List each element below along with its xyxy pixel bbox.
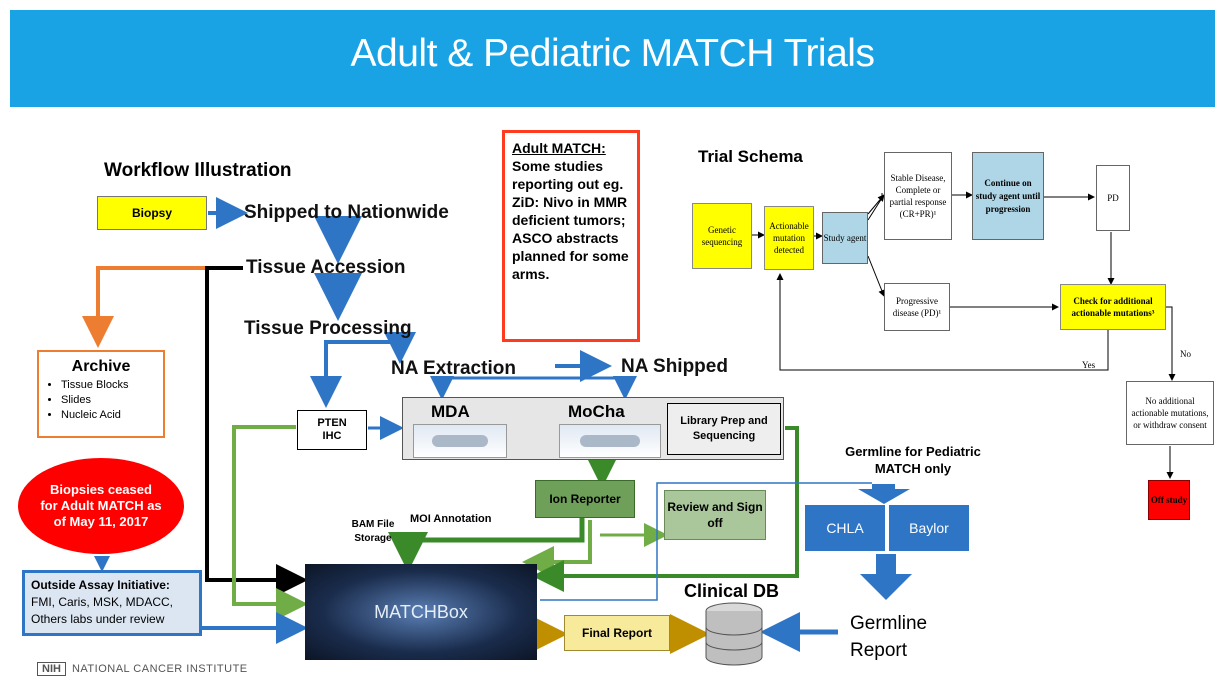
arrow-shipped-mocha <box>440 376 637 400</box>
outside-assay-box: Outside Assay Initiative: FMI, Caris, MS… <box>22 570 202 636</box>
no-label: No <box>1180 349 1191 359</box>
workflow-heading: Workflow Illustration <box>104 160 292 181</box>
adult-match-body: Some studies reporting out eg. ZiD: Nivo… <box>512 158 629 282</box>
na-shipped-label: NA Shipped <box>621 356 728 377</box>
arrow-accession-matchbox <box>205 266 308 596</box>
tissue-processing-label: Tissue Processing <box>244 318 412 339</box>
progressive-disease-box: Progressive disease (PD)¹ <box>884 283 950 331</box>
page-title: Adult & Pediatric MATCH Trials <box>350 32 875 75</box>
title-banner: Adult & Pediatric MATCH Trials <box>10 10 1215 107</box>
nih-logo: NIH <box>37 662 66 676</box>
mocha-sequencer-image <box>559 424 661 458</box>
mda-label: MDA <box>431 402 470 421</box>
arrow-chla-report <box>860 554 912 600</box>
yes-label: Yes <box>1082 360 1096 370</box>
off-study-box: Off study <box>1148 480 1190 520</box>
matchbox-image: MATCHBox <box>305 564 537 660</box>
archive-item: Nucleic Acid <box>61 408 163 423</box>
outside-assay-title: Outside Assay Initiative: <box>31 578 170 592</box>
actionable-mutation-box: Actionable mutation detected <box>764 206 814 270</box>
pd-box: PD <box>1096 165 1130 231</box>
chla-box: CHLA <box>805 505 885 551</box>
lab-panel: MDA MoCha Library Prep and Sequencing <box>402 397 784 460</box>
archive-box: Archive Tissue Blocks Slides Nucleic Aci… <box>37 350 165 438</box>
arrow-processing-na <box>384 332 416 364</box>
line-matchbox-germline <box>540 482 872 601</box>
nci-label: NATIONAL CANCER INSTITUTE <box>71 663 248 675</box>
germline-report-label: Germline Report <box>850 613 928 661</box>
moi-annotation-label: MOI Annotation <box>410 513 492 525</box>
archive-item: Tissue Blocks <box>61 378 163 393</box>
baylor-box: Baylor <box>889 505 969 551</box>
arrow-library-matchbox <box>532 426 799 592</box>
database-icon <box>705 602 763 666</box>
biopsy-box: Biopsy <box>97 196 207 230</box>
mocha-label: MoCha <box>568 402 625 421</box>
arrow-accession-archive <box>82 266 238 348</box>
continue-agent-box: Continue on study agent until progressio… <box>972 152 1044 240</box>
check-additional-box: Check for additional actionable mutation… <box>1060 284 1166 330</box>
pten-ihc-box: PTEN IHC <box>297 410 367 450</box>
ion-reporter-box: Ion Reporter <box>535 480 635 518</box>
adult-match-note: Adult MATCH: Some studies reporting out … <box>502 130 640 342</box>
na-extraction-label: NA Extraction <box>391 358 516 379</box>
germline-header: Germline for Pediatric MATCH only <box>845 444 981 476</box>
nci-footer: NIH NATIONAL CANCER INSTITUTE <box>37 662 248 676</box>
trial-schema-heading: Trial Schema <box>698 147 803 166</box>
bam-storage-label: BAM File Storage <box>351 519 395 544</box>
archive-item: Slides <box>61 393 163 408</box>
final-report-box: Final Report <box>564 615 670 651</box>
clinical-db-label: Clinical DB <box>684 581 780 601</box>
stable-disease-box: Stable Disease, Complete or partial resp… <box>884 152 952 240</box>
mda-sequencer-image <box>413 424 507 458</box>
study-agent-box: Study agent <box>822 212 868 264</box>
adult-match-title: Adult MATCH: <box>512 140 606 156</box>
tissue-accession-label: Tissue Accession <box>246 257 406 278</box>
shipped-label: Shipped to Nationwide <box>244 202 449 223</box>
no-additional-box: No additional actionable mutations, or w… <box>1126 381 1214 445</box>
biopsies-ceased-badge: Biopsies ceased for Adult MATCH as of Ma… <box>18 458 184 554</box>
genetic-sequencing-box: Genetic sequencing <box>692 203 752 269</box>
library-prep-box: Library Prep and Sequencing <box>667 403 781 455</box>
archive-title: Archive <box>71 358 131 375</box>
outside-assay-line1: FMI, Caris, MSK, MDACC, <box>31 595 174 609</box>
arrow-germline-header <box>858 484 910 504</box>
review-sign-off-box: Review and Sign off <box>664 490 766 540</box>
arrow-ion-matchbox <box>388 518 585 572</box>
arrow-processing-pten <box>310 340 390 408</box>
arrow-pten-matchbox <box>232 425 308 620</box>
outside-assay-line2: Others labs under review <box>31 612 165 626</box>
